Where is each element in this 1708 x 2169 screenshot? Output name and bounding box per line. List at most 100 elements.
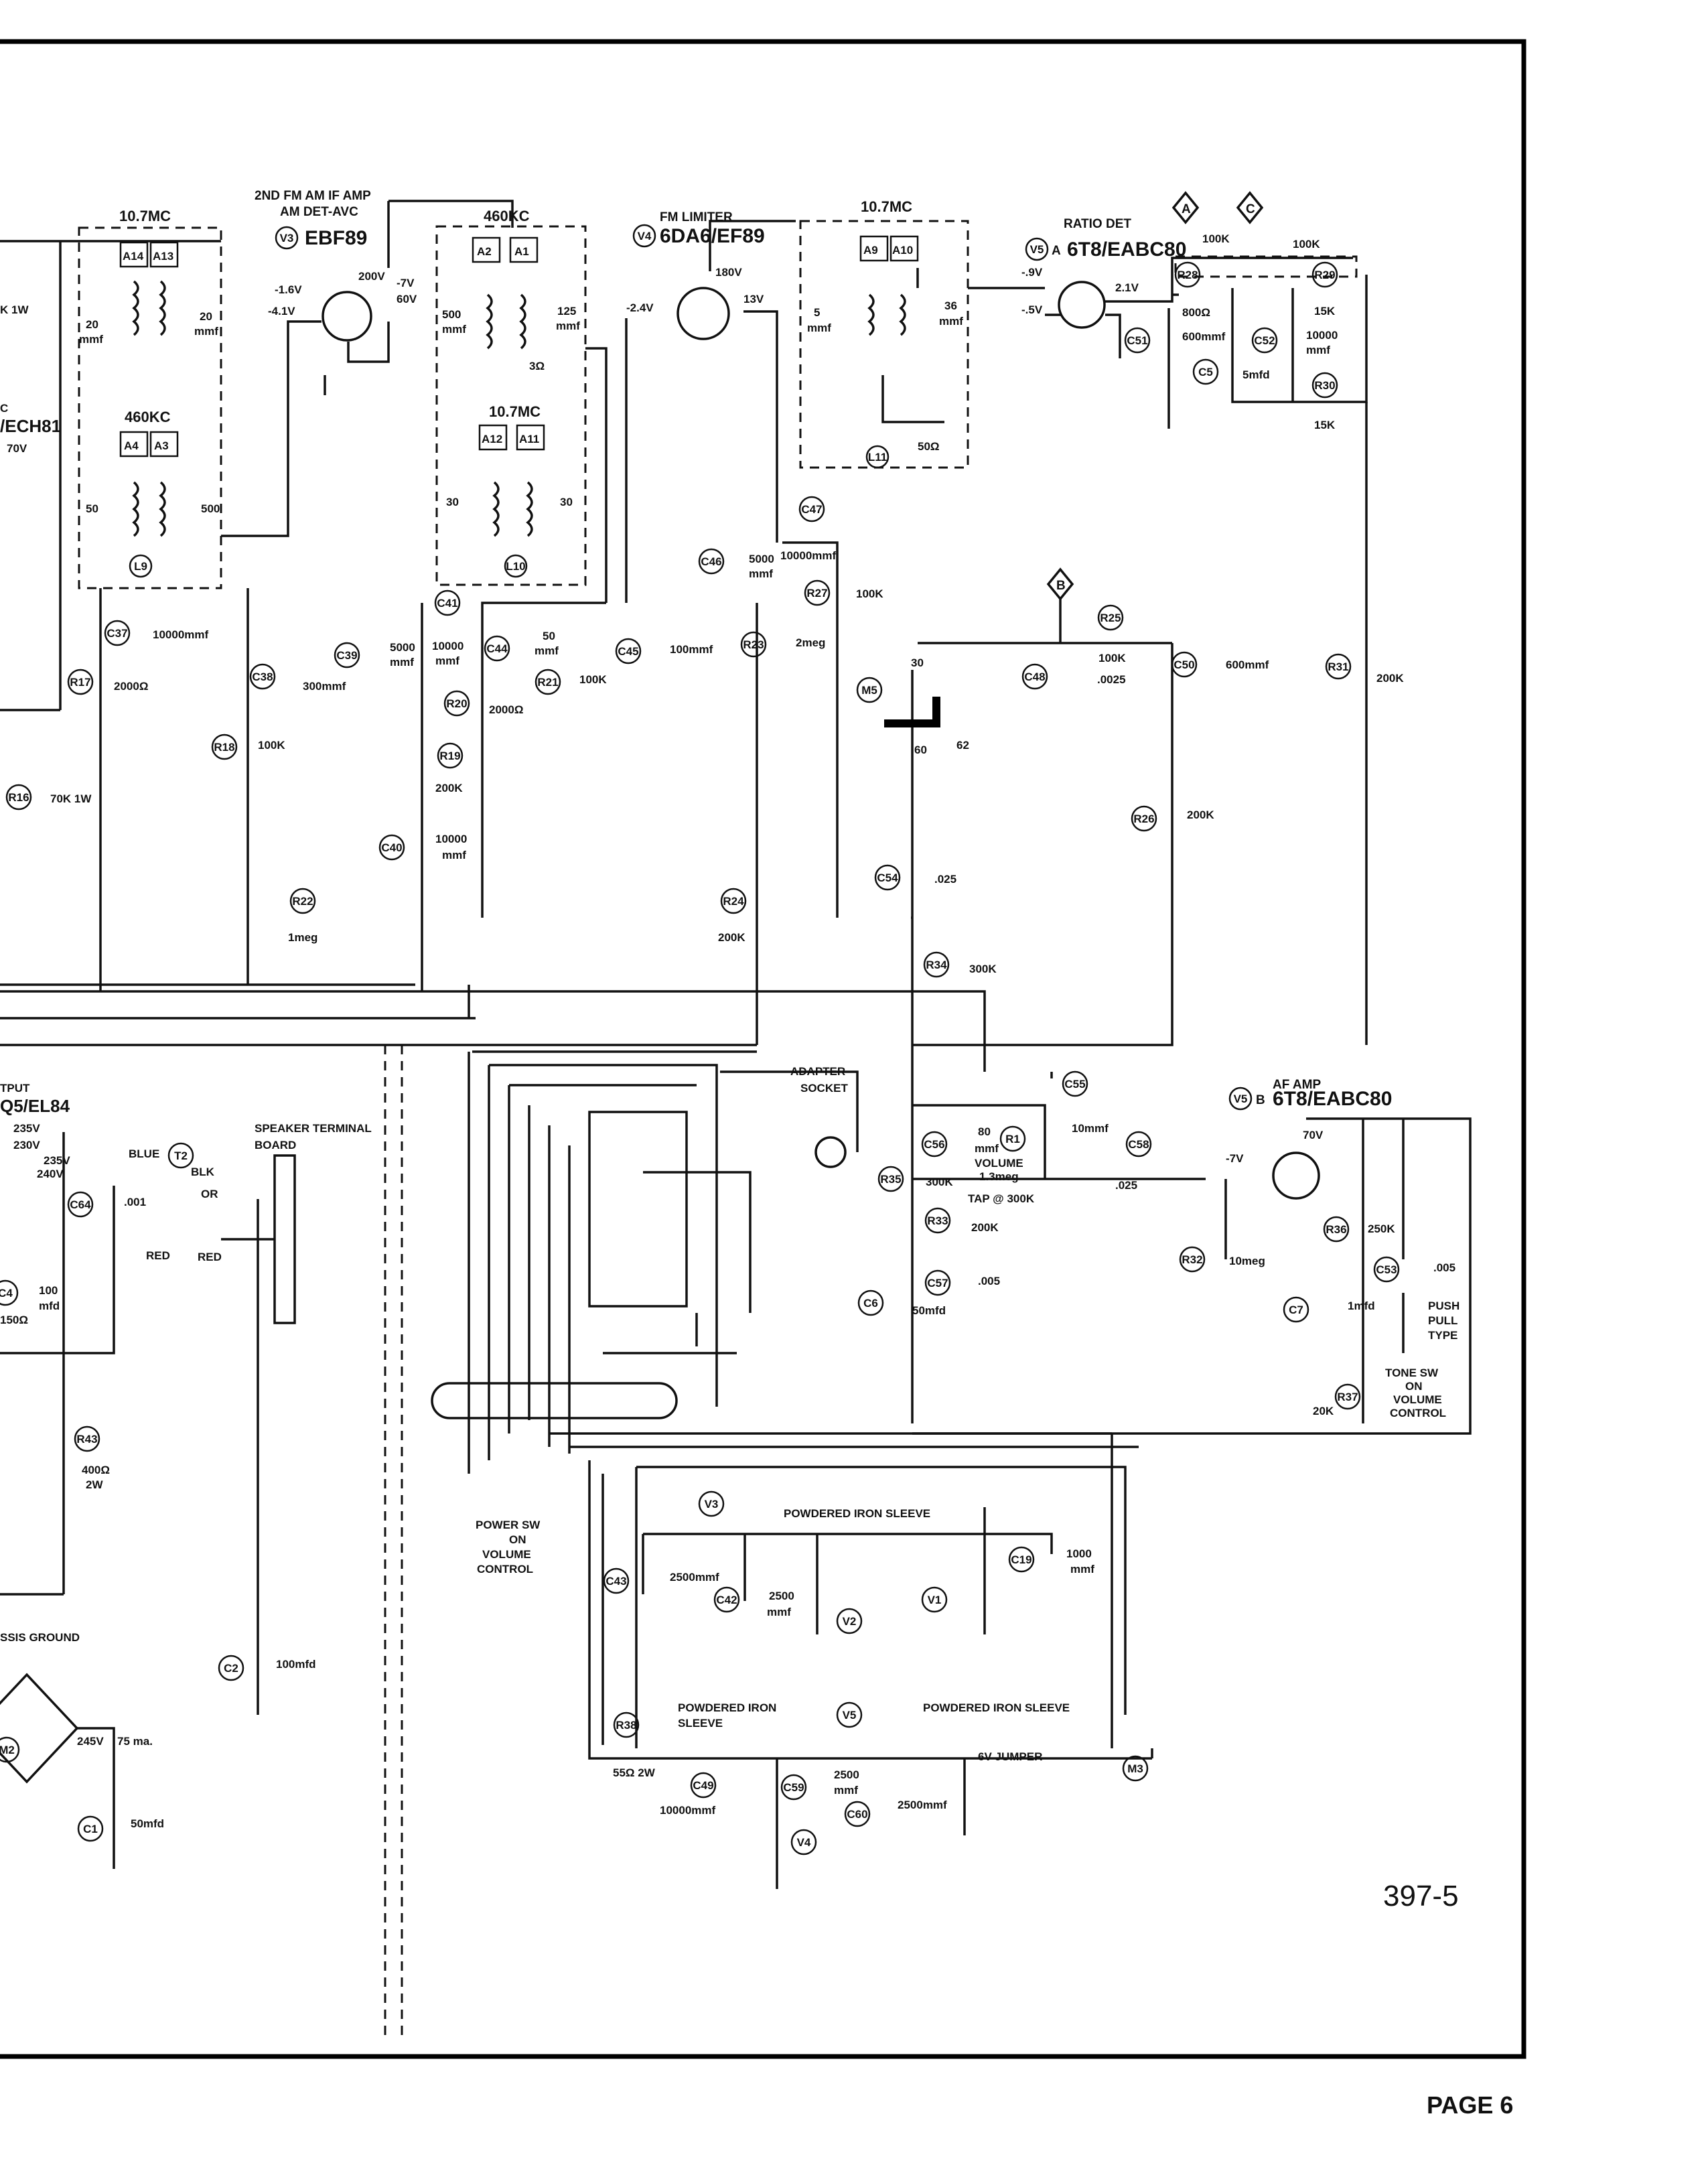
ref-m2: M2 bbox=[0, 1736, 20, 1763]
output-partial-tube: Q5/EL84 bbox=[0, 1096, 70, 1116]
svg-text:V4: V4 bbox=[797, 1836, 811, 1849]
svg-text:R29: R29 bbox=[1314, 269, 1335, 281]
mmf-label: mmf bbox=[435, 654, 459, 667]
r25-100k: 100K bbox=[1098, 652, 1126, 664]
ref-c46: C46 bbox=[698, 548, 725, 575]
l10-bottom-freq: 10.7MC bbox=[489, 403, 541, 420]
v5b-plate-volts: 70V bbox=[1303, 1129, 1324, 1141]
ref-c5: C5 bbox=[1192, 358, 1219, 385]
ref-v4: V4 bbox=[790, 1829, 817, 1856]
mmf-label: mmf bbox=[79, 333, 103, 346]
ref-r35: R35 bbox=[877, 1166, 904, 1192]
tube-ebf89: EBF89 bbox=[305, 227, 367, 249]
ref-c6: C6 bbox=[857, 1289, 884, 1316]
v-235b: 235V bbox=[44, 1154, 70, 1167]
r32-10meg: 10meg bbox=[1229, 1255, 1265, 1267]
svg-text:C2: C2 bbox=[224, 1662, 238, 1675]
can-a4: A4 bbox=[124, 439, 139, 452]
l11-freq: 10.7MC bbox=[861, 198, 912, 215]
limiter-label: FM LIMITER bbox=[660, 210, 733, 224]
c-l10-30a: 30 bbox=[446, 496, 459, 508]
sw-62: 62 bbox=[956, 739, 969, 752]
svg-text:C56: C56 bbox=[924, 1138, 944, 1151]
power-sw-line3: VOLUME bbox=[482, 1548, 531, 1561]
mmf-label: mmf bbox=[442, 849, 466, 861]
ref-c44: C44 bbox=[484, 635, 510, 662]
r26-200k: 200K bbox=[1187, 809, 1214, 821]
transformer-l9-shield bbox=[78, 226, 222, 589]
r30-15k: 15K bbox=[1314, 419, 1336, 431]
drawing-code: 397-5 bbox=[1383, 1880, 1459, 1912]
svg-text:R27: R27 bbox=[806, 587, 827, 600]
ref-c45: C45 bbox=[615, 638, 642, 664]
ref-r26: R26 bbox=[1131, 805, 1157, 832]
c52-10000: 10000 bbox=[1306, 329, 1338, 342]
svg-text:M5: M5 bbox=[861, 684, 877, 697]
r24-200k: 200K bbox=[718, 931, 745, 944]
svg-text:R36: R36 bbox=[1326, 1223, 1346, 1236]
c38-300mmf: 300mmf bbox=[303, 680, 346, 693]
svg-text:R17: R17 bbox=[70, 676, 90, 689]
ref-c38: C38 bbox=[249, 663, 276, 690]
ref-l9: L9 bbox=[134, 560, 147, 573]
mmf-label: mmf bbox=[767, 1606, 791, 1618]
chassis-ground-label: SSIS GROUND bbox=[0, 1631, 80, 1644]
svg-text:C55: C55 bbox=[1064, 1078, 1085, 1091]
can-a3: A3 bbox=[154, 439, 169, 452]
c37-10000mmf: 10000mmf bbox=[153, 628, 209, 641]
ref-r30: R30 bbox=[1311, 372, 1338, 399]
l9-bottom-freq: 460KC bbox=[125, 409, 171, 425]
svg-text:C37: C37 bbox=[106, 627, 127, 640]
l10-top-freq: 460KC bbox=[484, 208, 530, 224]
ref-c59: C59 bbox=[780, 1774, 807, 1801]
c1-50mfd: 50mfd bbox=[131, 1817, 164, 1830]
c-l10-125: 125 bbox=[557, 305, 576, 318]
ma-75: 75 ma. bbox=[117, 1735, 153, 1748]
svg-text:M2: M2 bbox=[0, 1744, 15, 1756]
svg-text:C51: C51 bbox=[1127, 334, 1147, 347]
r29-15k: 15K bbox=[1314, 305, 1336, 318]
svg-text:R28: R28 bbox=[1177, 269, 1198, 281]
output-partial: TPUT bbox=[0, 1082, 30, 1095]
type-label: TYPE bbox=[1428, 1329, 1457, 1342]
svg-text:V1: V1 bbox=[928, 1594, 942, 1606]
r22-1meg: 1meg bbox=[288, 931, 317, 944]
tube-v3-envelope bbox=[322, 291, 372, 342]
speaker-terminal-board bbox=[273, 1154, 296, 1324]
wiring-harness bbox=[431, 1382, 678, 1419]
svg-text:C41: C41 bbox=[437, 597, 457, 610]
ref-c53: C53 bbox=[1373, 1256, 1400, 1283]
section-a: A bbox=[1052, 244, 1061, 258]
power-sw-line4: CONTROL bbox=[477, 1563, 533, 1576]
ref-r36: R36 bbox=[1323, 1216, 1350, 1243]
r23-2meg: 2meg bbox=[796, 636, 825, 649]
r27-100k: 100K bbox=[856, 587, 883, 600]
adapter-label: ADAPTER bbox=[790, 1065, 845, 1078]
ref-c55: C55 bbox=[1062, 1070, 1088, 1097]
r37-20k: 20K bbox=[1313, 1405, 1334, 1417]
tube-v5a-envelope bbox=[1058, 281, 1106, 329]
c41-10000: 10000 bbox=[432, 640, 464, 652]
svg-text:R19: R19 bbox=[439, 750, 460, 762]
svg-text:R24: R24 bbox=[723, 895, 744, 908]
c2-100mfd: 100mfd bbox=[276, 1658, 316, 1671]
r-l10-3ohm: 3Ω bbox=[529, 360, 545, 372]
c50-600mmf: 600mmf bbox=[1226, 658, 1269, 671]
can-a11: A11 bbox=[519, 433, 539, 445]
svg-text:R25: R25 bbox=[1100, 612, 1121, 624]
svg-text:C53: C53 bbox=[1376, 1263, 1397, 1276]
ref-r18: R18 bbox=[211, 733, 238, 760]
c5-5mfd: 5mfd bbox=[1242, 368, 1270, 381]
can-a10: A10 bbox=[892, 244, 913, 257]
svg-text:M3: M3 bbox=[1127, 1762, 1143, 1775]
can-a13: A13 bbox=[153, 250, 173, 263]
svg-text:V5: V5 bbox=[843, 1709, 857, 1722]
mmf-label: mmf bbox=[975, 1142, 999, 1155]
r-l11-50ohm: 50Ω bbox=[918, 440, 940, 453]
page-frame bbox=[0, 39, 1526, 2059]
tone-sw-line2: ON bbox=[1405, 1380, 1423, 1393]
r28-800ohm: 800Ω bbox=[1182, 306, 1210, 319]
svg-text:R1: R1 bbox=[1005, 1133, 1020, 1145]
svg-text:V2: V2 bbox=[843, 1615, 857, 1628]
